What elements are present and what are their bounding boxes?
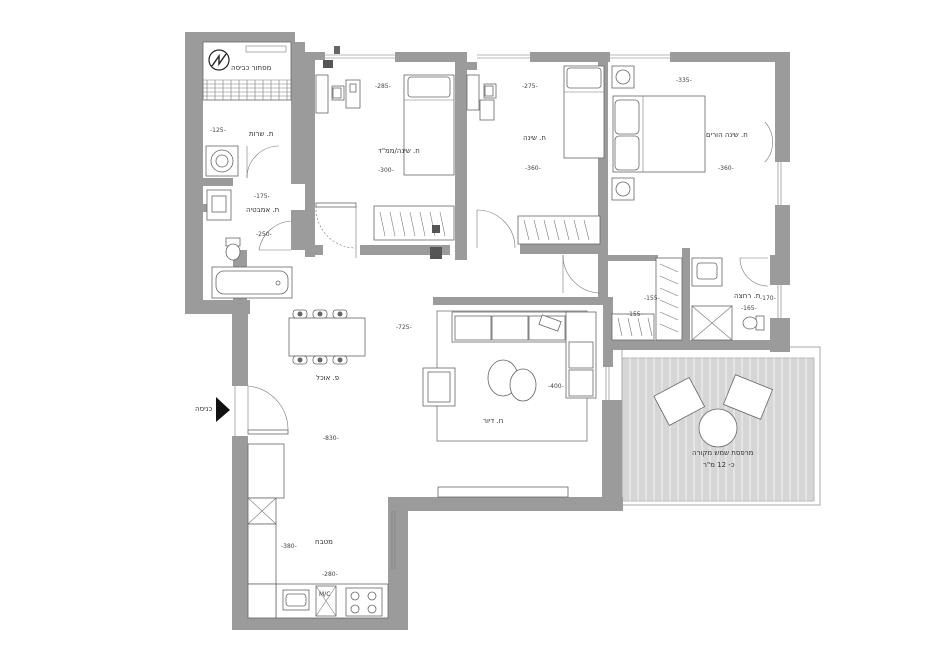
desk	[466, 74, 497, 121]
dim-bed-w: -275-	[522, 83, 538, 90]
laundry-area	[202, 41, 292, 101]
armchair	[422, 367, 456, 407]
label-balcony-area: כ- 12 מ"ר	[703, 461, 735, 469]
walk-in-closet	[611, 257, 683, 341]
dim-kitchen-w: -280-	[322, 571, 338, 578]
balcony-chair	[722, 374, 774, 420]
dim-living-h: -400-	[548, 383, 564, 390]
dining-table	[288, 309, 366, 365]
balcony	[621, 346, 821, 506]
sink	[282, 589, 310, 611]
master-bedroom	[611, 65, 773, 201]
dim-shower-h: -170-	[760, 295, 776, 302]
walls	[185, 32, 790, 630]
bathtub	[211, 266, 293, 299]
bed	[403, 74, 455, 176]
toilet-icon	[742, 315, 765, 331]
dim-master-h: -360-	[718, 165, 734, 172]
label-wc: ת. שרות	[249, 130, 273, 138]
dim-safe-h: -300-	[378, 167, 394, 174]
label-bath: ת. אמבטיה	[246, 206, 279, 214]
dim-living-w: -725-	[396, 324, 412, 331]
refrigerator	[247, 443, 285, 499]
label-laundry: מסתור כביסה	[231, 64, 272, 72]
entry-door[interactable]	[247, 385, 289, 435]
windows	[234, 54, 782, 570]
bed	[563, 65, 605, 159]
balcony-table	[698, 408, 738, 448]
kitchen	[247, 443, 389, 619]
label-safe-room: ח. שינה/ממ"ד	[378, 147, 420, 155]
bed	[612, 95, 706, 173]
label-dining: פ. אוכל	[316, 374, 339, 382]
safe-room	[315, 46, 455, 259]
balcony-chair	[653, 376, 706, 426]
compass-icon	[208, 49, 230, 71]
dim-wc: -125-	[210, 127, 226, 134]
service-bathroom	[205, 145, 293, 299]
dim-bath-w: -175-	[254, 193, 270, 200]
living-area	[422, 310, 597, 498]
shower	[691, 305, 733, 341]
dim-safe-w: -285-	[375, 83, 391, 90]
dim-master-w: -335-	[676, 77, 692, 84]
tv-unit	[437, 486, 569, 498]
dim-closet-h: -155-	[644, 295, 660, 302]
dim-kitchen-h: -380-	[281, 543, 297, 550]
label-entrance: כניסה	[195, 405, 212, 413]
dim-shower-w: -165-	[741, 305, 757, 312]
stove	[345, 587, 383, 617]
sofa	[451, 311, 597, 399]
toilet-icon	[225, 237, 241, 261]
desk	[315, 74, 361, 114]
dim-hall-h: -830-	[323, 435, 339, 442]
label-kitchen: מטבח	[315, 538, 333, 546]
label-master: ח. שינה הורים	[706, 131, 748, 139]
label-shower: ת. רחצה	[734, 292, 760, 300]
label-balcony: מרפסת שמש מקורה	[692, 449, 754, 457]
coffee-table	[487, 359, 537, 402]
dim-bed-h: -360-	[525, 165, 541, 172]
label-living: ח. דיור	[483, 417, 503, 425]
entrance-arrow-icon	[216, 397, 230, 422]
master-bathroom	[691, 257, 769, 341]
wardrobe	[373, 205, 455, 241]
dim-closet-w: -155-	[627, 311, 643, 318]
label-bedroom: ח. שינה	[523, 134, 546, 142]
bedroom	[466, 65, 605, 294]
label-mc: M/C	[319, 591, 330, 598]
wardrobe	[517, 215, 601, 245]
dim-bath-h: -250-	[256, 231, 272, 238]
